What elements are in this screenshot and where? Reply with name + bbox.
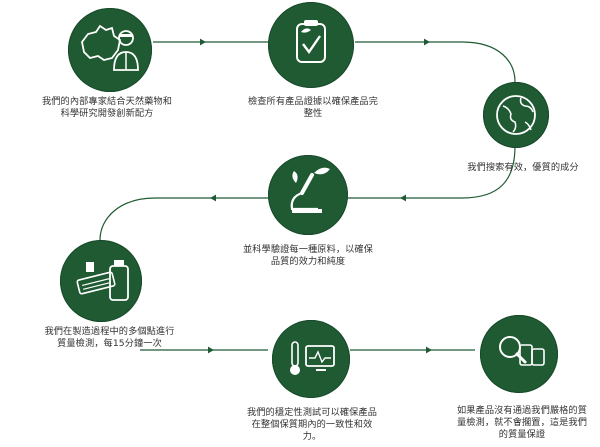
step-2-node [268, 2, 354, 88]
australia-map-scientist-icon [81, 24, 139, 71]
step-1-caption: 我們的內部專家結合天然藥物和 科學研究開發創新配方 [41, 96, 173, 119]
arrowhead-2-3 [424, 38, 430, 46]
thermometer-monitor-icon [290, 341, 335, 375]
step-3-caption: 我們搜索有效，優質的成分 [467, 162, 579, 173]
step-1-node [68, 8, 152, 92]
step-2-caption: 檢查所有產品證據以確保產品完 整性 [247, 96, 379, 119]
microscope-leaf-icon [290, 167, 330, 213]
step-6-caption: 我們的穩定性測試可以確保產品 在整個保質期內的一致性和效 力。 [246, 407, 378, 442]
arrowhead-3-4 [400, 194, 406, 202]
step-7-node [480, 315, 558, 393]
connector-3-4 [348, 145, 516, 199]
arrowhead-4-5 [210, 194, 216, 202]
arrowhead-5-6 [208, 346, 214, 354]
step-3-node [483, 82, 549, 148]
arrowhead-1-2 [200, 38, 206, 46]
magnifier-bottles-icon [499, 336, 545, 366]
step-4-caption: 並科學驗證每一種原料，以確保 品質的效力和純度 [242, 244, 374, 267]
connector-4-5 [99, 197, 268, 241]
globe-icon [496, 95, 536, 135]
arrowhead-6-7 [426, 346, 432, 354]
approved-stamp-bottle-icon [76, 260, 129, 301]
step-4-node [268, 155, 348, 235]
step-7-caption: 如果產品沒有通過我們嚴格的質 量檢測，就不會擱置，這是我們 的質量保證 [456, 405, 588, 440]
step-6-node [272, 320, 350, 398]
connector-2-3 [355, 41, 516, 83]
step-5-caption: 我們在製造過程中的多個點進行 質量檢測，每15分鐘一次 [44, 326, 175, 349]
step-5-node [60, 240, 142, 322]
clipboard-leaf-check-icon [296, 20, 326, 63]
